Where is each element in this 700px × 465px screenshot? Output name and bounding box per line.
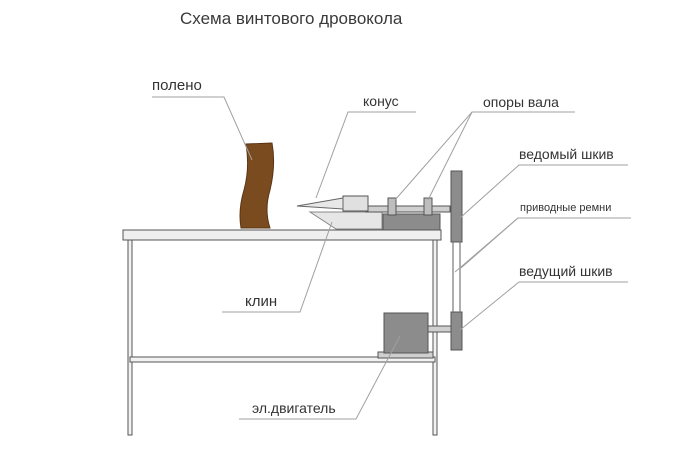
cone-body xyxy=(342,195,369,212)
cone-tip xyxy=(296,197,344,210)
drive-pulley xyxy=(450,311,463,351)
log xyxy=(239,142,275,229)
support-base-plate xyxy=(382,213,441,231)
shaft-support-right xyxy=(423,197,433,216)
table-leg-right xyxy=(432,239,438,436)
shaft-support-left xyxy=(387,197,397,216)
label-log: полено xyxy=(152,77,202,94)
table-leg-left xyxy=(127,239,133,436)
leader-motor xyxy=(239,335,401,420)
wedge xyxy=(308,211,383,230)
label-drive-pulley: ведущий шкив xyxy=(519,263,613,279)
leader-log xyxy=(152,96,253,161)
leader-drive xyxy=(459,281,628,331)
leader-belts-2 xyxy=(454,217,519,273)
label-cone: конус xyxy=(363,93,399,109)
leader-driven xyxy=(459,164,628,219)
label-wedge: клин xyxy=(245,293,278,310)
leader-wedge xyxy=(222,221,333,313)
motor xyxy=(383,312,429,354)
label-motor: эл.двигатель xyxy=(252,400,336,416)
leader-lines xyxy=(152,96,631,420)
label-shaft-supports: опоры вала xyxy=(483,94,559,110)
label-drive-belts: приводные ремни xyxy=(520,202,612,214)
motor-shaft xyxy=(427,325,452,333)
leader-cone xyxy=(315,111,416,199)
table-top xyxy=(122,229,442,241)
lower-shelf xyxy=(129,356,436,363)
shaft xyxy=(365,205,451,213)
leader-supports-2 xyxy=(427,111,473,201)
driven-pulley xyxy=(450,170,463,243)
leader-belts xyxy=(460,217,631,269)
diagram-title: Схема винтового дровокола xyxy=(180,9,403,28)
label-driven-pulley: ведомый шкив xyxy=(519,146,614,162)
drive-belts xyxy=(452,242,461,312)
